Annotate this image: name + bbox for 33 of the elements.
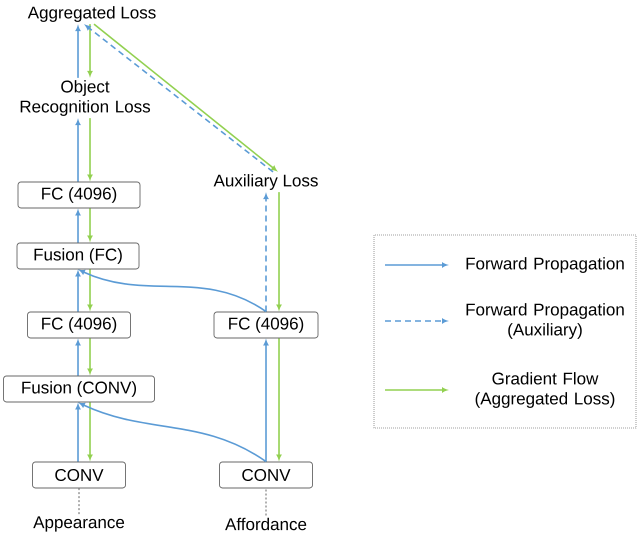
- arrow: [88, 269, 92, 310]
- arrow: [88, 402, 92, 460]
- legend-text: Gradient Flow (Aggregated Loss): [476, 372, 614, 408]
- arrow: [76, 340, 80, 376]
- label-text: Auxiliary Loss: [214, 174, 318, 190]
- arrow: [76, 120, 80, 182]
- arrow: [88, 118, 92, 180]
- arrow: [264, 340, 268, 462]
- layer-box: FC (4096): [27, 312, 131, 338]
- layer-box: FC (4096): [18, 182, 140, 208]
- arrow: [88, 338, 92, 374]
- legend-text: Forward Propagation (Auxiliary): [466, 303, 624, 339]
- arrow: [80, 402, 266, 462]
- label-text: Aggregated Loss: [28, 6, 156, 22]
- arrow: [76, 26, 80, 78]
- layer-box: Fusion (FC): [16, 242, 140, 270]
- arrow: [88, 24, 92, 76]
- label-text: Affordance: [225, 518, 306, 530]
- arrow: [276, 338, 282, 460]
- layer-box: CONV: [219, 462, 313, 488]
- arrow: [88, 208, 92, 241]
- label-text: Appearance: [33, 516, 124, 532]
- layer-box: FC (4096): [214, 312, 318, 338]
- arrow: [80, 270, 266, 312]
- layer-box: Fusion (CONV): [3, 376, 155, 402]
- arrow: [276, 192, 282, 310]
- label-text: Object Recognition Loss: [20, 80, 150, 116]
- layer-box: CONV: [32, 462, 126, 488]
- arrow: [76, 271, 80, 312]
- arrow: [264, 194, 268, 312]
- legend-text: Forward Propagation: [466, 257, 624, 273]
- arrow: [76, 404, 80, 462]
- arrow: [76, 210, 80, 243]
